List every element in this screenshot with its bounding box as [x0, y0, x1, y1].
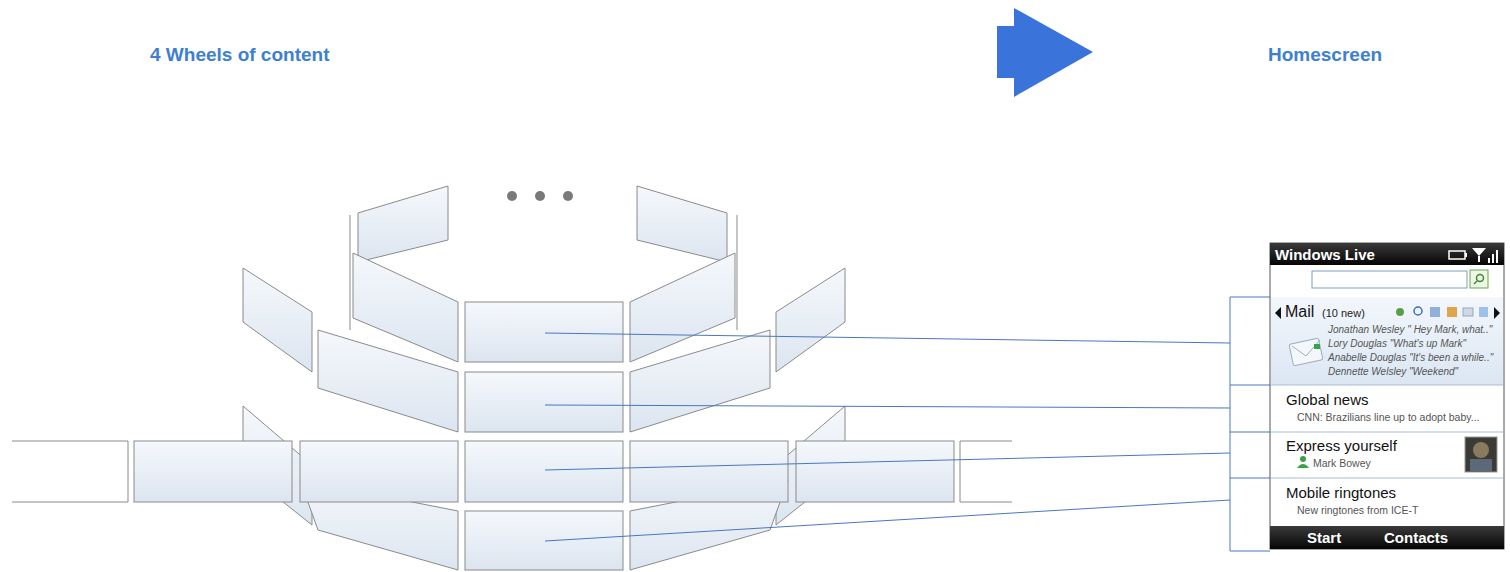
softkey-bar: [1270, 526, 1504, 549]
section-text: Contacts: [1384, 529, 1448, 546]
tool-icon: [1479, 307, 1488, 317]
mail-tool-icons: [1396, 307, 1488, 317]
leader-line: [545, 500, 1230, 541]
tool-icon: [1430, 307, 1440, 317]
search-button: [1470, 270, 1488, 288]
section-divider: [1271, 478, 1503, 479]
wheel-panel: [465, 372, 623, 432]
battery-icon: [1465, 253, 1467, 257]
section-dividers: [1271, 385, 1503, 478]
avatar-image: [1470, 459, 1492, 471]
wheel-panel: [465, 441, 623, 502]
envelope-icon: [1292, 340, 1320, 356]
tool-icon: [1396, 308, 1404, 316]
tool-icon: [1447, 307, 1457, 317]
search-icon: [1477, 275, 1484, 282]
wheel-panel-open: [960, 441, 1012, 502]
section-text: Start: [1307, 529, 1341, 546]
signal-bar: [1496, 250, 1498, 263]
ellipsis-dot: [507, 191, 517, 201]
wheel-panel: [465, 511, 623, 570]
section-divider: [1271, 432, 1503, 433]
section-text: Lory Douglas "What's up Mark": [1328, 338, 1466, 350]
section-title: Mail: [1285, 303, 1314, 321]
section-text: (10 new): [1322, 307, 1365, 320]
section-divider: [1271, 385, 1503, 386]
content-section: Global newsCNN: Brazilians line up to ad…: [1271, 385, 1503, 432]
wheel-panel: [630, 441, 788, 502]
phone-screen-node: Windows LiveStart Contacts Mail (10 new) Jon…: [1270, 243, 1504, 549]
section-title: Express yourself: [1286, 437, 1397, 454]
wheel-panels: [134, 186, 954, 570]
tool-icon: [1414, 307, 1422, 315]
wheel-panel: [300, 441, 458, 502]
leader-line: [545, 333, 1230, 343]
leader-line: [545, 405, 1230, 408]
section-title: Global news: [1286, 391, 1369, 408]
wheel-panel-open: [12, 441, 128, 502]
avatar-image: [1465, 437, 1497, 472]
antenna-icon: [1472, 248, 1486, 262]
wheel-edge: [737, 215, 738, 330]
ellipsis-dot: [535, 191, 545, 201]
mail-band: [1271, 297, 1503, 385]
content-section: Mobile ringtonesNew ringtones from ICE-T: [1271, 478, 1503, 526]
section-title: Windows Live: [1275, 246, 1375, 263]
wheel-panel: [465, 302, 623, 362]
wheel-panel: [134, 441, 292, 502]
tool-icon: [1463, 308, 1473, 316]
person-icon: [1300, 456, 1306, 462]
leader-line: [545, 453, 1230, 470]
wheel-panel: [637, 186, 727, 262]
wheel-panel: [796, 441, 954, 502]
section-text: Mark Bowey: [1313, 457, 1371, 469]
search-box: [1312, 271, 1467, 288]
section-text: CNN: Brazilians line up to adopt baby...: [1297, 411, 1479, 423]
battery-icon: [1449, 251, 1465, 259]
section-text: Jonathan Wesley " Hey Mark, what..": [1328, 324, 1492, 336]
search-icon: [1474, 281, 1477, 284]
ellipsis-dot: [563, 191, 573, 201]
wheel-panel: [243, 268, 312, 372]
section-title: Mobile ringtones: [1286, 484, 1396, 501]
section-text: New ringtones from ICE-T: [1297, 504, 1418, 516]
signal-bar: [1492, 254, 1494, 263]
heading-label: Homescreen: [1268, 44, 1382, 66]
wheel-panel: [630, 330, 770, 432]
wheel-panel: [776, 268, 845, 372]
signal-bar: [1488, 258, 1490, 263]
content-section: Mail (10 new) Jonathan Wesley " Hey Mark, …: [1271, 297, 1503, 385]
title-bar: [1270, 243, 1504, 265]
wheel-panel: [318, 330, 458, 432]
leader-lines: [545, 297, 1270, 551]
wheel-edge: [350, 215, 351, 330]
phone-screen: [1270, 243, 1504, 549]
section-text: Anabelle Douglas "It's been a while..": [1328, 352, 1493, 364]
envelope-icon: [1289, 338, 1323, 366]
scroll-arrow: [1275, 307, 1281, 319]
avatar-image: [1473, 442, 1489, 458]
person-icon: [1297, 464, 1309, 468]
section-bracket: [1230, 297, 1270, 551]
heading-label: 4 Wheels of content: [150, 44, 329, 66]
content-section: Express yourselfMark Bowey: [1271, 432, 1503, 478]
direction-arrow: [997, 8, 1093, 97]
section-text: Dennette Welsley "Weekend": [1328, 366, 1458, 378]
envelope-stamp: [1314, 344, 1320, 349]
scroll-arrow: [1494, 307, 1500, 319]
wheel-panel: [358, 186, 448, 262]
